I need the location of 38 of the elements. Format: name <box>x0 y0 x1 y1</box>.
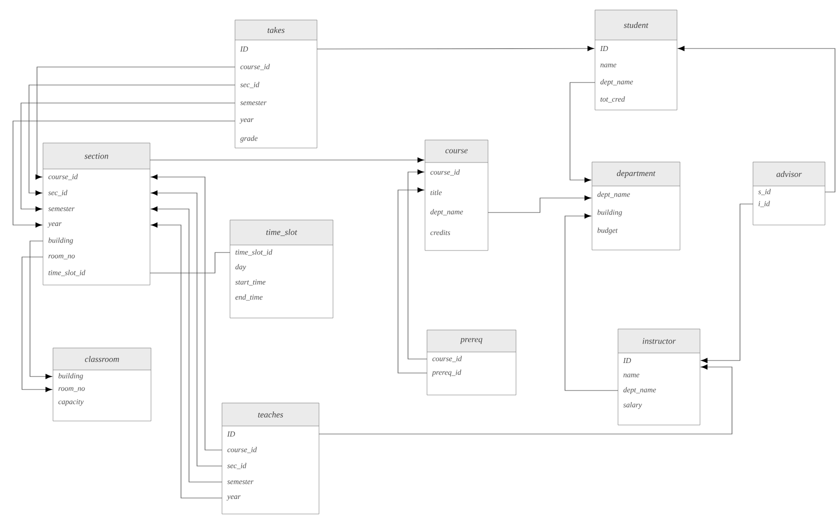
arrow <box>22 256 52 392</box>
table-box <box>42 142 150 286</box>
table-box <box>52 348 152 422</box>
table-box <box>594 10 678 110</box>
table-box <box>592 162 680 250</box>
table-name: prereq <box>460 338 482 344</box>
table-name: instructor <box>642 338 676 344</box>
arrow <box>28 84 236 196</box>
table-name: section <box>84 153 108 159</box>
arrow <box>36 66 236 180</box>
table-box <box>752 162 826 226</box>
arrow <box>570 82 596 183</box>
arrow <box>408 169 428 360</box>
arrow <box>318 364 732 434</box>
table-box <box>230 220 334 318</box>
table-name: time_slot <box>266 229 298 236</box>
arrow <box>678 46 836 192</box>
arrow <box>20 102 236 212</box>
table-box <box>234 20 318 148</box>
arrow <box>700 204 754 364</box>
arrow <box>150 157 424 163</box>
arrow <box>316 46 594 52</box>
arrow <box>30 240 52 380</box>
table-box <box>426 330 516 396</box>
table-name: student <box>624 22 648 28</box>
table-box <box>222 402 320 514</box>
table-name: teaches <box>258 412 283 418</box>
table-box <box>424 140 488 251</box>
table-name: department <box>616 170 656 178</box>
arrow <box>488 195 592 213</box>
arrow <box>564 213 618 391</box>
arrow <box>398 187 428 374</box>
table-name: advisor <box>776 171 802 177</box>
table-name: takes <box>268 27 284 33</box>
table-name: course <box>445 149 468 154</box>
table-box <box>618 328 700 426</box>
table-name: classroom <box>84 356 119 362</box>
arrow <box>12 120 236 228</box>
